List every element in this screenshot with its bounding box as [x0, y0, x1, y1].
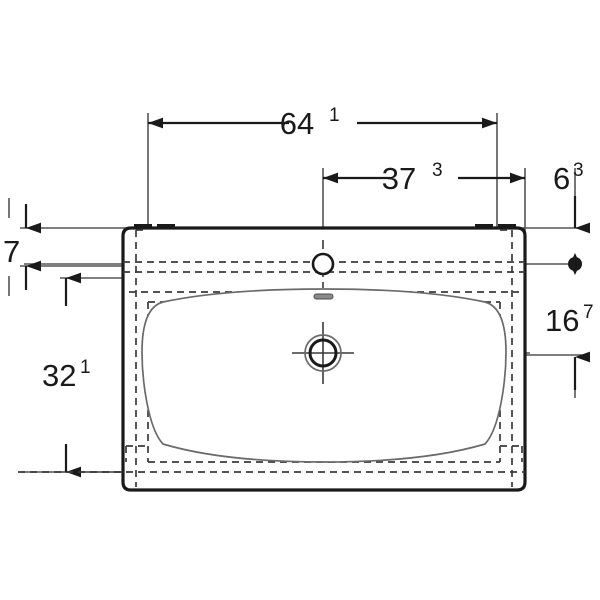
dimension-superscript-right-offset: 3: [573, 160, 584, 181]
dimension-overall-depth: 32 1: [42, 272, 91, 478]
dimension-superscript-right-lower-offset: 7: [583, 302, 594, 323]
dimension-top-band-depth: 7: [3, 204, 41, 290]
dimension-overall-width: 64 1: [148, 105, 497, 141]
dimension-superscript-overall-width: 1: [329, 105, 340, 126]
drain-outer-circle: [304, 334, 342, 372]
dimension-tap-hole-to-right-edge: 37 3: [323, 160, 525, 196]
dimension-superscript-overall-depth: 1: [80, 357, 91, 378]
dimension-right-offset: 6 3: [553, 160, 590, 234]
basin-bowl-outline: [141, 288, 507, 463]
drain-inner-circle: [308, 338, 338, 368]
dimension-superscript-tap-hole-offset: 3: [432, 160, 443, 181]
dimension-label-right-lower-offset: 16: [545, 303, 579, 338]
dimension-label-overall-depth: 32: [42, 358, 76, 393]
dimension-label-overall-width: 64: [280, 106, 314, 141]
mounting-bracket-marks: [134, 224, 516, 229]
tap-hole: [311, 240, 335, 288]
overflow-slot: [313, 293, 334, 300]
dimension-label-tap-hole-offset: 37: [382, 161, 416, 196]
dimension-label-right-offset: 6: [553, 161, 570, 196]
drain-outlet: [292, 322, 354, 384]
dimension-label-top-band-depth: 7: [3, 234, 20, 269]
dimension-right-lower-offset: 16 7: [545, 302, 594, 390]
tap-hole-circle: [311, 252, 335, 276]
reference-dot: [568, 253, 582, 275]
